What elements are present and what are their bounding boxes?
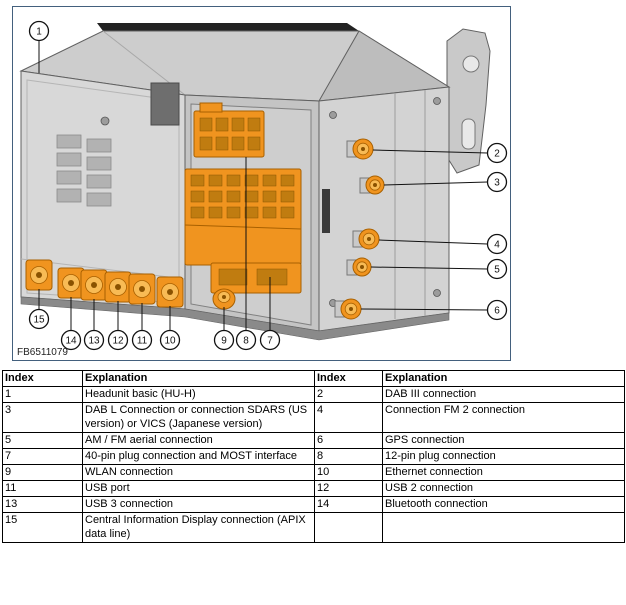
headunit-figure: 1 2 3 4 5 6 7 8 9 xyxy=(12,6,511,361)
explanation-cell: GPS connection xyxy=(382,432,625,449)
connector-usb3 xyxy=(80,269,108,301)
explanation-cell: AM / FM aerial connection xyxy=(82,432,315,449)
index-cell: 15 xyxy=(2,512,83,543)
connector-wlan xyxy=(212,288,236,310)
callout-1: 1 xyxy=(28,20,50,42)
svg-text:9: 9 xyxy=(221,336,227,347)
explanation-cell: Headunit basic (HU-H) xyxy=(82,386,315,403)
header-index-left: Index xyxy=(2,370,83,387)
vent-grid xyxy=(56,134,112,207)
explanation-cell: Bluetooth connection xyxy=(382,496,625,513)
callout-12: 12 xyxy=(107,329,129,351)
svg-text:15: 15 xyxy=(33,315,45,326)
page: 1 2 3 4 5 6 7 8 9 xyxy=(0,6,626,543)
explanation-cell: Ethernet connection xyxy=(382,464,625,481)
svg-text:14: 14 xyxy=(65,336,77,347)
figure-id-label: FB6511079 xyxy=(17,347,68,358)
header-explanation-left: Explanation xyxy=(82,370,315,387)
index-cell xyxy=(314,512,383,543)
callout-6: 6 xyxy=(486,299,508,321)
callout-15: 15 xyxy=(28,308,50,330)
callout-7: 7 xyxy=(259,329,281,351)
explanation-cell: Central Information Display connection (… xyxy=(82,512,315,543)
index-cell: 6 xyxy=(314,432,383,449)
svg-text:2: 2 xyxy=(494,149,500,160)
callout-2: 2 xyxy=(486,142,508,164)
callout-4: 4 xyxy=(486,233,508,255)
index-cell: 12 xyxy=(314,480,383,497)
index-cell: 4 xyxy=(314,402,383,433)
svg-text:4: 4 xyxy=(494,240,500,251)
index-cell: 5 xyxy=(2,432,83,449)
connector-dab3 xyxy=(346,138,374,160)
connector-ethernet xyxy=(156,276,184,308)
callout-9: 9 xyxy=(213,329,235,351)
explanation-cell: USB 2 connection xyxy=(382,480,625,497)
connector-usb2 xyxy=(104,271,132,303)
callout-11: 11 xyxy=(131,329,153,351)
index-cell: 1 xyxy=(2,386,83,403)
table-row: 9 WLAN connection 10 Ethernet connection xyxy=(2,464,625,481)
svg-text:3: 3 xyxy=(494,178,500,189)
callout-10: 10 xyxy=(159,329,181,351)
connector-bluetooth xyxy=(57,267,85,299)
explanation-cell: Connection FM 2 connection xyxy=(382,402,625,433)
svg-text:13: 13 xyxy=(88,336,100,347)
index-cell: 3 xyxy=(2,402,83,433)
index-cell: 8 xyxy=(314,448,383,465)
table-row: 5 AM / FM aerial connection 6 GPS connec… xyxy=(2,432,625,449)
table-row: 3 DAB L Connection or connection SDARS (… xyxy=(2,402,625,433)
callout-13: 13 xyxy=(83,329,105,351)
index-table: Index Explanation Index Explanation 1 He… xyxy=(2,370,625,543)
svg-text:1: 1 xyxy=(36,27,42,38)
explanation-cell: DAB III connection xyxy=(382,386,625,403)
svg-text:8: 8 xyxy=(243,336,249,347)
callout-8: 8 xyxy=(235,329,257,351)
table-row: 15 Central Information Display connectio… xyxy=(2,512,625,543)
table-row: 13 USB 3 connection 14 Bluetooth connect… xyxy=(2,496,625,513)
header-explanation-right: Explanation xyxy=(382,370,625,387)
table-row: 1 Headunit basic (HU-H) 2 DAB III connec… xyxy=(2,386,625,403)
index-cell: 9 xyxy=(2,464,83,481)
svg-text:7: 7 xyxy=(267,336,273,347)
svg-text:6: 6 xyxy=(494,306,500,317)
explanation-cell: WLAN connection xyxy=(82,464,315,481)
mounting-bracket xyxy=(446,28,491,174)
index-cell: 2 xyxy=(314,386,383,403)
index-cell: 14 xyxy=(314,496,383,513)
connector-usb xyxy=(128,273,156,305)
connector-fm2 xyxy=(352,228,380,250)
explanation-cell: USB port xyxy=(82,480,315,497)
leader-lines xyxy=(38,40,488,331)
headunit-illustration: 1 2 3 4 5 6 7 8 9 xyxy=(17,20,508,358)
index-cell: 7 xyxy=(2,448,83,465)
table-row: 11 USB port 12 USB 2 connection xyxy=(2,480,625,497)
svg-text:11: 11 xyxy=(137,336,148,347)
index-cell: 13 xyxy=(2,496,83,513)
connector-cid-apix xyxy=(25,259,53,291)
connector-dabl-sdars-vics xyxy=(359,175,385,195)
connector-am-fm xyxy=(346,257,372,277)
explanation-cell: 12-pin plug connection xyxy=(382,448,625,465)
svg-text:5: 5 xyxy=(494,265,500,276)
connector-gps xyxy=(334,298,362,320)
svg-text:12: 12 xyxy=(112,336,124,347)
explanation-cell: DAB L Connection or connection SDARS (US… xyxy=(82,402,315,433)
explanation-cell: USB 3 connection xyxy=(82,496,315,513)
table-row: 7 40-pin plug connection and MOST interf… xyxy=(2,448,625,465)
callout-5: 5 xyxy=(486,258,508,280)
index-cell: 10 xyxy=(314,464,383,481)
table-header-row: Index Explanation Index Explanation xyxy=(2,370,625,387)
connector-40pin-most xyxy=(184,168,302,294)
index-cell: 11 xyxy=(2,480,83,497)
explanation-cell: 40-pin plug connection and MOST interfac… xyxy=(82,448,315,465)
explanation-cell xyxy=(382,512,625,543)
callout-3: 3 xyxy=(486,171,508,193)
header-index-right: Index xyxy=(314,370,383,387)
connector-12pin xyxy=(193,102,265,158)
callout-14: 14 xyxy=(60,329,82,351)
svg-text:10: 10 xyxy=(164,336,176,347)
